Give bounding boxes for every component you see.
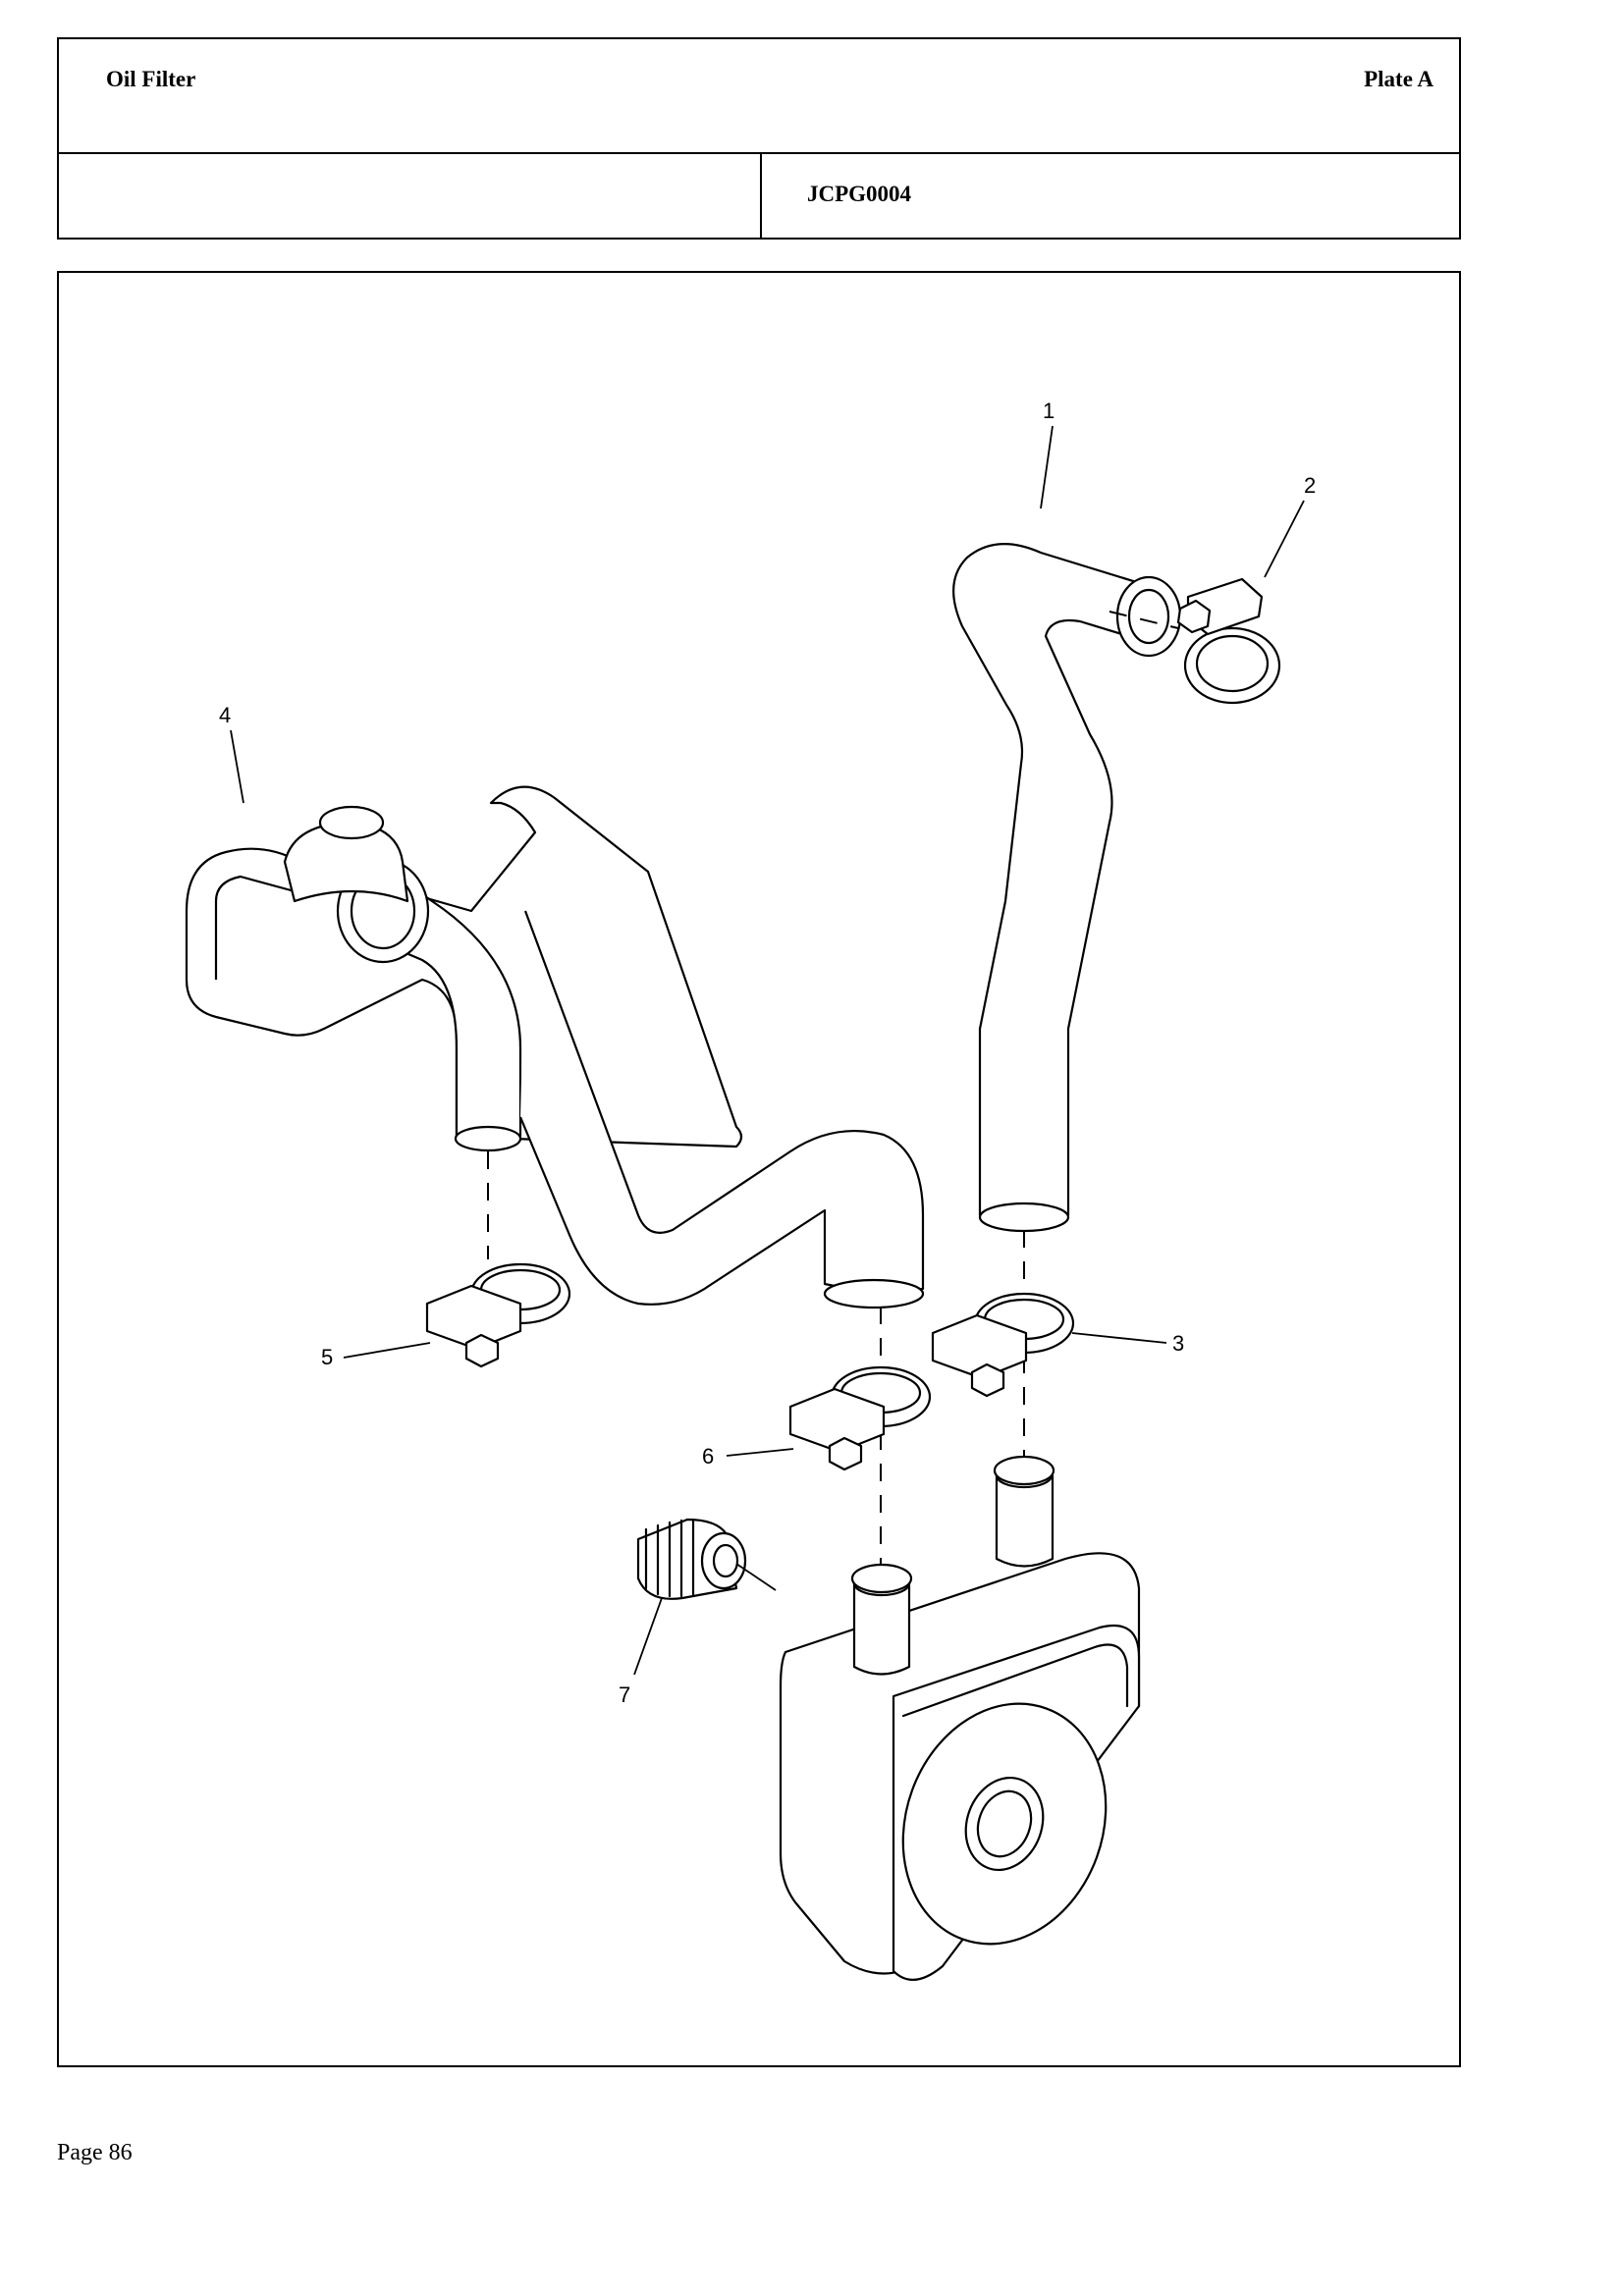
leader-1 [1040, 425, 1054, 509]
callout-7: 7 [619, 1682, 630, 1707]
leader-2 [1264, 500, 1305, 578]
callout-5: 5 [321, 1345, 333, 1369]
callout-4: 4 [219, 703, 231, 727]
hose-clamp-3-drawing [931, 1292, 1075, 1398]
plug-7-drawing [636, 1518, 747, 1600]
hose-4-lower-drawing [518, 910, 925, 1309]
oil-cooler-drawing [779, 1455, 1141, 1981]
leader-7 [633, 1597, 663, 1676]
header-empty-cell [59, 154, 762, 238]
leader-4 [230, 729, 244, 804]
hose-1-drawing [952, 543, 1182, 1233]
leader-7b [735, 1563, 777, 1591]
callout-2: 2 [1304, 473, 1316, 498]
callout-1: 1 [1043, 399, 1055, 423]
leader-6 [726, 1448, 794, 1457]
exploded-view-drawing: 1 2 3 4 5 6 7 [185, 399, 1316, 1981]
page-title: Oil Filter [106, 67, 196, 91]
callout-3: 3 [1172, 1331, 1184, 1356]
header-row-code: JCPG0004 [59, 154, 1459, 238]
leader-3 [1071, 1332, 1167, 1344]
hose-4-drawing [185, 785, 743, 1152]
header-row-title: Oil Filter Plate A [59, 39, 1459, 154]
plate-label: Plate A [1364, 67, 1434, 91]
leader-5 [343, 1342, 431, 1359]
parts-diagram: 1 2 3 4 5 6 7 [57, 271, 1461, 2067]
callout-6: 6 [702, 1444, 714, 1468]
drawing-code: JCPG0004 [807, 182, 912, 206]
hose-clamp-6-drawing [788, 1365, 932, 1471]
callouts: 1 2 3 4 5 6 7 [219, 399, 1316, 1707]
hose-clamp-2-drawing [1176, 577, 1281, 705]
header-table: Oil Filter Plate A JCPG0004 [57, 37, 1461, 240]
page-number: Page 86 [57, 2140, 133, 2165]
hose-clamp-5-drawing [425, 1262, 571, 1368]
